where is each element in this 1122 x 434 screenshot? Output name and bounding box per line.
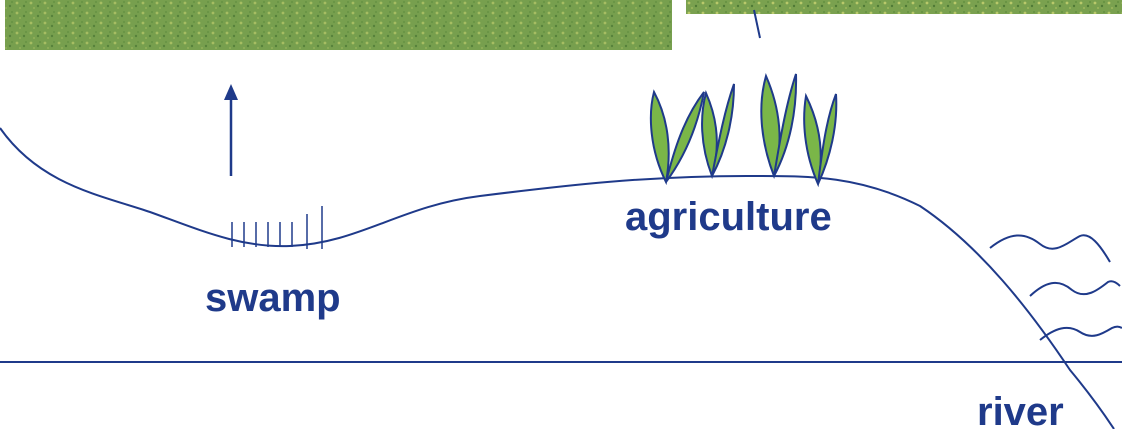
pointer-line bbox=[753, 9, 761, 39]
swamp-marks-icon bbox=[231, 206, 323, 249]
grass-photo-right bbox=[686, 0, 1122, 14]
grass-photo-left bbox=[5, 0, 672, 50]
river-label: river bbox=[977, 390, 1064, 434]
swamp-label: swamp bbox=[205, 276, 341, 320]
agriculture-label: agriculture bbox=[625, 195, 832, 239]
water-waves-icon bbox=[989, 234, 1122, 341]
up-arrow-icon bbox=[224, 84, 238, 176]
terrain-line bbox=[0, 127, 1115, 429]
crop-leaves-icon bbox=[649, 73, 838, 188]
